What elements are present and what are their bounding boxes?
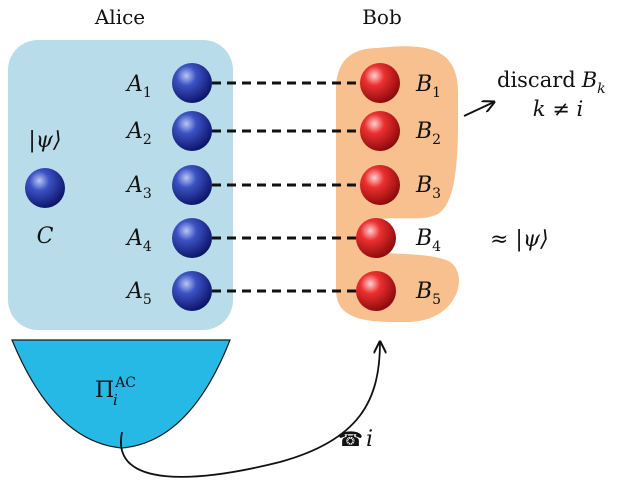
bob-title: Bob <box>362 5 402 29</box>
classical-message-label: i <box>366 427 373 452</box>
qubit-c-label: C <box>37 224 54 249</box>
bob-qubit-label: B2 <box>415 119 441 148</box>
bob-qubit <box>356 218 396 258</box>
pair-row-2: A2 B2 <box>125 111 441 151</box>
pair-row-3: A3 B3 <box>125 165 441 205</box>
bob-qubit <box>360 165 400 205</box>
bob-qubit-label: B1 <box>415 72 441 101</box>
alice-qubit-label: A2 <box>125 119 152 148</box>
alice-qubit-label: A5 <box>125 279 152 308</box>
svg-text:ΠAC: ΠAC <box>95 375 136 403</box>
alice-qubit-label: A1 <box>125 72 152 101</box>
bob-qubit-label: B4 <box>415 226 441 255</box>
alice-title: Alice <box>94 5 145 29</box>
pair-row-4: A4 B4 <box>125 218 441 258</box>
discard-arrow <box>463 102 494 117</box>
psi-label: |ψ⟩ <box>28 128 61 153</box>
pair-row-1: A1 B1 <box>125 63 441 103</box>
alice-qubit <box>172 165 212 205</box>
classical-channel-arrow <box>120 342 380 478</box>
alice-qubit <box>172 111 212 151</box>
bob-qubit <box>360 111 400 151</box>
alice-qubit-label: A3 <box>125 173 152 202</box>
alice-qubit <box>172 63 212 103</box>
svg-text:i: i <box>113 391 118 409</box>
discard-condition: k ≠ i <box>533 97 583 121</box>
phone-icon: ☎ <box>338 427 363 451</box>
alice-qubit <box>172 218 212 258</box>
alice-region <box>8 40 233 330</box>
measurement-bowl <box>11 339 231 449</box>
pair-row-5: A5 B5 <box>125 271 441 311</box>
bob-qubit <box>360 63 400 103</box>
alice-qubit-label: A4 <box>125 226 152 255</box>
measurement-label: ΠAC i <box>95 375 136 409</box>
alice-qubit <box>172 271 212 311</box>
bob-qubit-label: B3 <box>415 173 441 202</box>
bob-qubit-label: B5 <box>415 279 441 308</box>
qubit-c <box>25 168 65 208</box>
result-label: ≈ |ψ⟩ <box>490 227 549 252</box>
bob-qubit <box>356 271 396 311</box>
